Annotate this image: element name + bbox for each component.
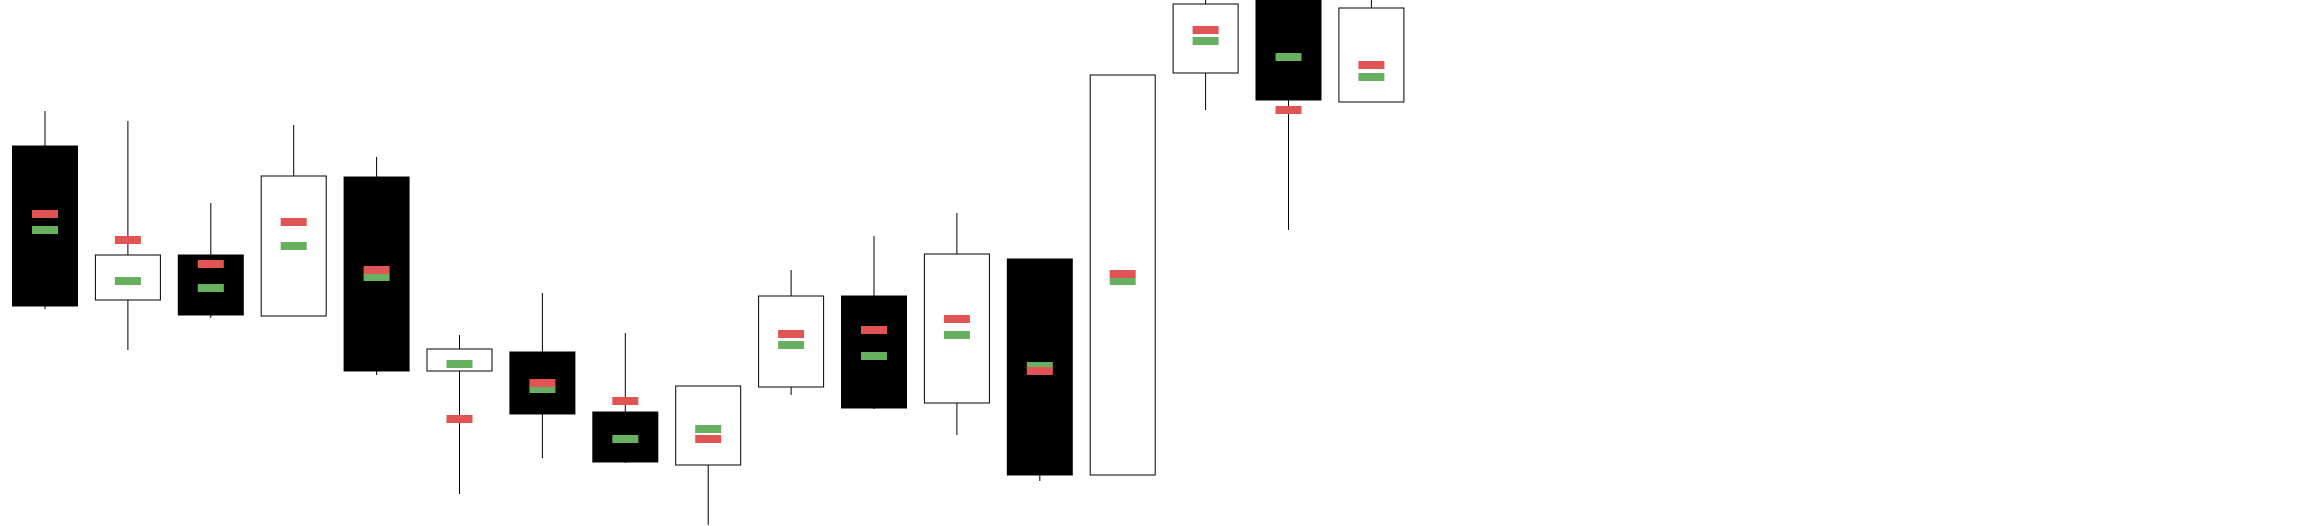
marker-green [280, 242, 307, 250]
marker-green [114, 277, 141, 285]
candle-9 [675, 385, 742, 525]
marker-red [363, 266, 390, 274]
marker-red [1109, 270, 1136, 278]
candle-7 [509, 293, 576, 458]
marker-red [446, 415, 473, 423]
marker-green [446, 360, 473, 368]
marker-red [114, 236, 141, 244]
candle-2 [94, 121, 161, 350]
candle-body-up [675, 385, 742, 466]
marker-green [612, 435, 639, 443]
marker-green [1192, 37, 1219, 45]
marker-green [363, 273, 390, 281]
candle-10 [758, 270, 825, 395]
candle-16 [1255, 0, 1322, 230]
marker-red [1275, 106, 1302, 114]
marker-red [1192, 26, 1219, 34]
marker-green [1358, 73, 1385, 81]
candle-13 [1006, 258, 1073, 481]
candle-8 [592, 333, 659, 463]
candle-1 [12, 111, 78, 309]
marker-green [1109, 277, 1136, 285]
marker-green [197, 284, 224, 292]
candle-17 [1338, 0, 1405, 103]
marker-red [32, 210, 58, 218]
marker-green [695, 425, 722, 433]
marker-red [612, 397, 639, 405]
marker-green [861, 352, 887, 360]
marker-red [197, 260, 224, 268]
candle-4 [260, 125, 327, 317]
marker-green [529, 385, 556, 393]
candle-body-down [1255, 0, 1322, 101]
marker-green [778, 341, 805, 349]
marker-red [943, 315, 970, 323]
marker-green [943, 331, 970, 339]
candle-3 [177, 203, 244, 318]
marker-green [1026, 362, 1053, 370]
marker-red [778, 330, 805, 338]
marker-red [529, 379, 556, 387]
candle-12 [923, 213, 990, 435]
candle-6 [426, 335, 493, 494]
candle-14 [1089, 74, 1156, 476]
marker-green [32, 226, 58, 234]
candle-15 [1172, 0, 1239, 110]
candle-5 [343, 157, 410, 375]
marker-red [1026, 367, 1053, 375]
marker-red [1358, 61, 1385, 69]
candle-body-up [923, 253, 990, 404]
marker-red [280, 218, 307, 226]
candle-body-up [1338, 7, 1405, 103]
marker-green [1275, 53, 1302, 61]
marker-red [861, 326, 887, 334]
marker-red [695, 435, 722, 443]
candle-11 [841, 236, 907, 409]
